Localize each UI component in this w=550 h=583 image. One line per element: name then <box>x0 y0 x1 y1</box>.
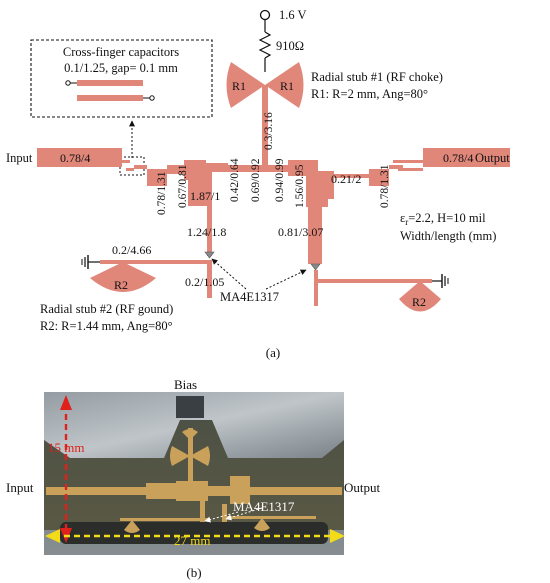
bias-network: 1.6 V 910Ω <box>258 8 307 72</box>
dim-124-18: 1.24/1.8 <box>187 225 226 239</box>
input-label-b: Input <box>6 480 34 495</box>
bias-terminal-icon <box>259 9 271 21</box>
bias-label-b: Bias <box>174 377 197 392</box>
radial-stub-2-right <box>399 281 441 312</box>
left-wide-block <box>188 172 212 206</box>
dim-02-466: 0.2/4.66 <box>112 243 151 257</box>
panel-a-schematic: 1.6 V 910Ω R1 R1 Radial stub #1 (RF chok… <box>6 8 510 360</box>
left-diode-branch: R2 <box>81 206 215 298</box>
center-wide-block <box>288 160 318 176</box>
dim-042-064: 0.42/0.64 <box>229 158 241 202</box>
stub1-spec: R1: R=2 mm, Ang=80° <box>311 87 428 101</box>
resistor-icon <box>258 31 272 59</box>
height-label-b: 15 mm <box>48 440 84 455</box>
dim-156-095: 1.56/0.95 <box>294 164 306 208</box>
bias-line <box>262 85 268 165</box>
stub2-left-tag: R2 <box>114 278 128 292</box>
ground-left-icon <box>81 255 89 269</box>
dim-069-092: 0.69/0.92 <box>250 158 262 202</box>
substrate-eps: εr=2.2, H=10 mil <box>400 211 486 227</box>
input-line <box>37 148 122 167</box>
left-stepped-section <box>147 169 167 186</box>
output-label-a: Output <box>475 151 510 165</box>
output-line <box>423 148 510 167</box>
output-label-b: Output <box>344 480 381 495</box>
resistor-value-label: 910Ω <box>276 39 304 53</box>
bias-voltage-label: 1.6 V <box>279 8 307 22</box>
stub1-left-tag: R1 <box>232 79 246 93</box>
right-diode-branch: R2 <box>308 199 449 312</box>
stub2-spec: R2: R=1.44 mm, Ang=80° <box>40 319 173 333</box>
radial-stub-1: R1 R1 Radial stub #1 (RF choke) R1: R=2 … <box>226 62 443 108</box>
input-label-a: Input <box>6 151 33 165</box>
panel-b-photo: 15 mm 27 mm MA4E1317 Bias Input Output (… <box>6 377 381 580</box>
diode-label-b: MA4E1317 <box>233 499 295 514</box>
right-stepped-section <box>369 169 389 186</box>
dim-in-line: 0.78/4 <box>60 151 90 165</box>
diode-label-a: MA4E1317 <box>220 290 279 304</box>
cap-box-title: Cross-finger capacitors <box>63 45 179 59</box>
substrate-units: Width/length (mm) <box>400 229 496 243</box>
cap-box-spec: 0.1/1.25, gap= 0.1 mm <box>64 61 178 75</box>
ground-right-icon <box>432 274 449 288</box>
dim-078-131-right: 0.78/1.31 <box>379 164 391 208</box>
caption-a: (a) <box>266 345 280 360</box>
stub1-right-tag: R1 <box>280 79 294 93</box>
dim-081-307: 0.81/3.07 <box>278 225 323 239</box>
dim-187-1: 1.87/1 <box>190 189 220 203</box>
stub1-title: Radial stub #1 (RF choke) <box>311 70 443 84</box>
dim-094-099: 0.94/0.99 <box>274 158 286 202</box>
ground-stub-line-right <box>318 279 432 283</box>
dim-078-131-left: 0.78/1.31 <box>156 171 168 215</box>
dim-out-line: 0.78/4 <box>443 151 473 165</box>
dim-02-105: 0.2/1.05 <box>185 275 224 289</box>
width-label-b: 27 mm <box>174 533 210 548</box>
radial-stub-2-left <box>90 262 156 292</box>
diode-right-icon <box>310 263 321 271</box>
cross-finger-capacitor-box: Cross-finger capacitors 0.1/1.25, gap= 0… <box>30 39 213 176</box>
stub2-title: Radial stub #2 (RF gound) <box>40 302 173 316</box>
dim-03-316: 0.3/3.16 <box>263 112 275 150</box>
ground-stub-line-left <box>100 260 207 264</box>
stub2-right-tag: R2 <box>412 295 426 309</box>
diode-left-icon <box>204 251 215 259</box>
dim-067-081: 0.67/0.81 <box>177 164 189 208</box>
dim-021-2: 0.21/2 <box>331 172 361 186</box>
caption-b: (b) <box>186 565 201 580</box>
